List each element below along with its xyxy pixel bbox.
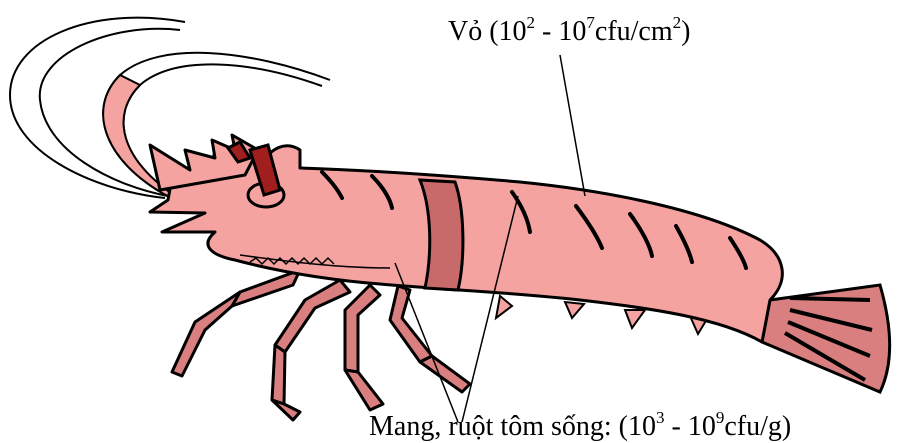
pointer-shell — [560, 55, 585, 196]
shell-label-exp3: 2 — [673, 13, 682, 32]
shell-label: Vỏ (102 - 107cfu/cm2) — [448, 18, 690, 46]
shell-label-mid: - 10 — [535, 16, 586, 47]
gut-label-prefix: Mang, ruột tôm sống: (10 — [369, 411, 656, 442]
shell-label-exp1: 2 — [527, 13, 536, 32]
legs — [172, 270, 470, 420]
shell-label-suffix: cfu/cm — [595, 16, 673, 47]
gut-label: Mang, ruột tôm sống: (103 - 109cfu/g) — [369, 413, 791, 441]
gut-label-suffix: cfu/g) — [724, 411, 791, 442]
gut-label-mid: - 10 — [665, 411, 716, 442]
shell-label-prefix: Vỏ (10 — [448, 16, 527, 47]
shell-label-end: ) — [681, 16, 690, 47]
shell-label-exp2: 7 — [586, 13, 595, 32]
gut-label-exp1: 3 — [656, 408, 665, 427]
